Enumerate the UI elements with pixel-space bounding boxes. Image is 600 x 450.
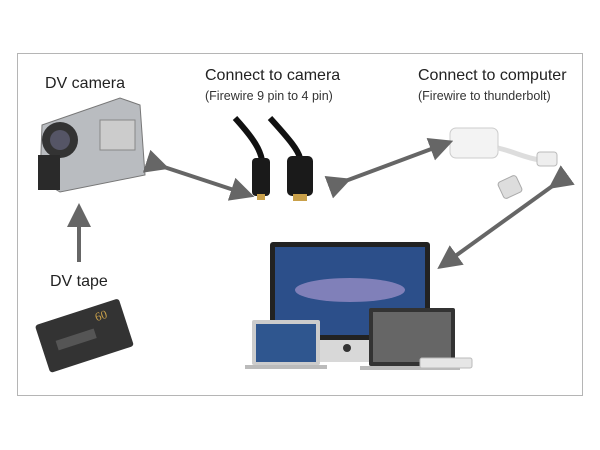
- connect-camera-label: Connect to camera: [205, 67, 341, 84]
- arrow-camera-cable: [142, 149, 255, 201]
- connect-camera-sublabel: (Firewire 9 pin to 4 pin): [205, 89, 333, 103]
- arrow-adapter-computer: [437, 165, 575, 270]
- dv-camera-label: DV camera: [45, 75, 126, 92]
- mac-computers-image: [245, 242, 473, 370]
- dv-tape-image: 60: [35, 299, 134, 373]
- diagram-frame: [17, 53, 583, 396]
- arrow-cable-adapter: [324, 137, 454, 199]
- connect-computer-sublabel: (Firewire to thunderbolt): [418, 89, 551, 103]
- connect-computer-label: Connect to computer: [418, 67, 567, 84]
- thunderbolt-adapter-image: [449, 127, 558, 199]
- tape-label: 60: [93, 307, 109, 324]
- firewire-cable-image: [232, 115, 313, 201]
- dv-camera-image: [38, 97, 146, 193]
- dv-tape-label: DV tape: [50, 273, 108, 290]
